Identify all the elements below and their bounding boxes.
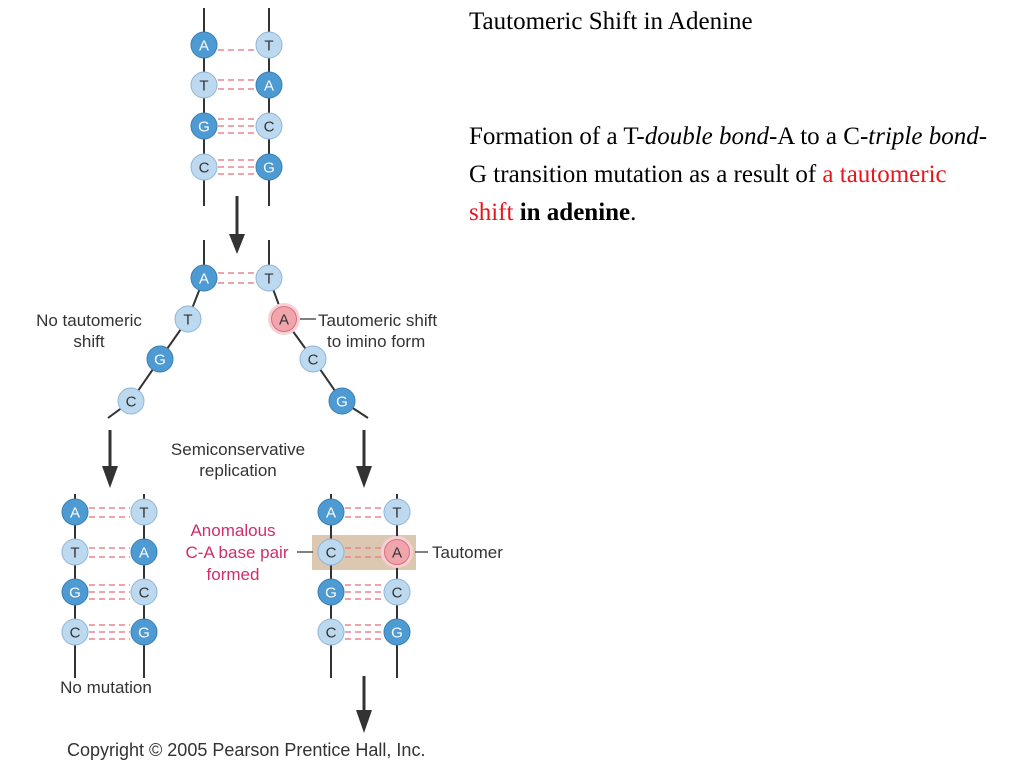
fork-bases: A T T G C A C G xyxy=(117,264,356,415)
base-g: G xyxy=(190,112,218,140)
top-left-bases: A T G C xyxy=(190,31,218,181)
base-letter: G xyxy=(391,625,403,642)
base-letter: C xyxy=(392,585,403,602)
base-t: T xyxy=(174,305,202,333)
arrow-down-left xyxy=(102,430,118,488)
base-letter: C xyxy=(70,625,81,642)
top-hydrogen-bonds xyxy=(218,49,255,175)
base-letter: C xyxy=(326,625,337,642)
base-letter: A xyxy=(326,505,336,522)
base-letter: G xyxy=(138,625,150,642)
base-a: A xyxy=(381,536,413,568)
label-semiconservative-2: replication xyxy=(199,461,277,480)
base-letter: G xyxy=(263,160,275,177)
base-letter: G xyxy=(154,352,166,369)
base-c: C xyxy=(383,578,411,606)
base-c: C xyxy=(255,112,283,140)
label-tautomer: Tautomer xyxy=(432,543,503,562)
base-letter: C xyxy=(139,585,150,602)
slide-title: Tautomeric Shift in Adenine xyxy=(469,8,753,35)
base-letter: T xyxy=(70,545,79,562)
base-letter: G xyxy=(198,119,210,136)
base-a: A xyxy=(268,303,300,335)
base-t: T xyxy=(383,498,411,526)
copyright-notice: Copyright © 2005 Pearson Prentice Hall, … xyxy=(67,740,426,760)
base-letter: T xyxy=(139,505,148,522)
base-a: A xyxy=(190,31,218,59)
bottom-left-duplex: A T G C T A C G xyxy=(61,494,158,678)
desc-tautomeric-shift: a tautomeric shift xyxy=(469,161,947,226)
replication-fork: A T T G C A C G xyxy=(107,240,369,419)
desc-end: . xyxy=(630,199,637,226)
base-c: C xyxy=(317,538,345,566)
label-tautomeric-shift-2: to imino form xyxy=(327,332,425,351)
label-semiconservative-1: Semiconservative xyxy=(171,440,305,459)
base-t: T xyxy=(255,31,283,59)
base-t: T xyxy=(130,498,158,526)
base-letter: C xyxy=(326,545,337,562)
base-a: A xyxy=(255,71,283,99)
desc-part1: Formation of a T- xyxy=(469,123,645,150)
base-g: G xyxy=(146,345,174,373)
base-c: C xyxy=(130,578,158,606)
arrow-down-right xyxy=(356,430,372,488)
base-letter: T xyxy=(199,78,208,95)
base-letter: A xyxy=(199,38,209,55)
base-t: T xyxy=(61,538,89,566)
base-letter: A xyxy=(264,78,274,95)
base-letter: T xyxy=(183,312,192,329)
base-c: C xyxy=(190,153,218,181)
base-letter: A xyxy=(199,271,209,288)
slide-description: Formation of a T-double bond-A to a C-tr… xyxy=(469,118,989,232)
base-letter: A xyxy=(70,505,80,522)
desc-triple-bond: triple bond xyxy=(868,123,979,150)
label-no-tautomeric-shift-1: No tautomeric xyxy=(36,311,142,330)
desc-double-bond: double bond xyxy=(644,123,769,150)
label-tautomeric-shift-1: Tautomeric shift xyxy=(318,311,437,330)
base-g: G xyxy=(383,618,411,646)
top-duplex: A T G C T A C G xyxy=(190,8,283,206)
base-g: G xyxy=(255,153,283,181)
base-a: A xyxy=(190,264,218,292)
top-right-bases: T A C G xyxy=(255,31,283,181)
desc-in-adenine: in adenine xyxy=(519,199,631,226)
base-c: C xyxy=(317,618,345,646)
desc-part5: -G transition mutation as a result of xyxy=(469,123,988,188)
base-letter: T xyxy=(392,505,401,522)
base-letter: C xyxy=(308,352,319,369)
base-a: A xyxy=(61,498,89,526)
base-letter: T xyxy=(264,38,273,55)
base-g: G xyxy=(328,387,356,415)
label-anomalous-3: formed xyxy=(207,565,260,584)
base-letter: A xyxy=(139,545,149,562)
base-letter: G xyxy=(336,394,348,411)
desc-part3: -A to a C- xyxy=(768,123,869,150)
bottom-right-duplex: A C G C T A C G xyxy=(312,494,416,678)
base-letter: G xyxy=(325,585,337,602)
arrow-down-1 xyxy=(229,196,245,254)
label-no-mutation: No mutation xyxy=(60,678,152,697)
base-g: G xyxy=(317,578,345,606)
base-letter: C xyxy=(126,394,137,411)
base-letter: G xyxy=(69,585,81,602)
base-letter: C xyxy=(264,119,275,136)
base-g: G xyxy=(61,578,89,606)
label-anomalous-2: C-A base pair xyxy=(186,543,289,562)
base-c: C xyxy=(61,618,89,646)
base-letter: T xyxy=(264,271,273,288)
base-g: G xyxy=(130,618,158,646)
label-no-tautomeric-shift-2: shift xyxy=(73,332,104,351)
base-a: A xyxy=(130,538,158,566)
arrow-down-final xyxy=(356,676,372,733)
base-a: A xyxy=(317,498,345,526)
base-letter: A xyxy=(392,545,402,562)
base-c: C xyxy=(299,345,327,373)
base-letter: C xyxy=(199,160,210,177)
base-t: T xyxy=(255,264,283,292)
label-anomalous-1: Anomalous xyxy=(190,521,275,540)
base-letter: A xyxy=(279,312,289,329)
base-t: T xyxy=(190,71,218,99)
base-c: C xyxy=(117,387,145,415)
